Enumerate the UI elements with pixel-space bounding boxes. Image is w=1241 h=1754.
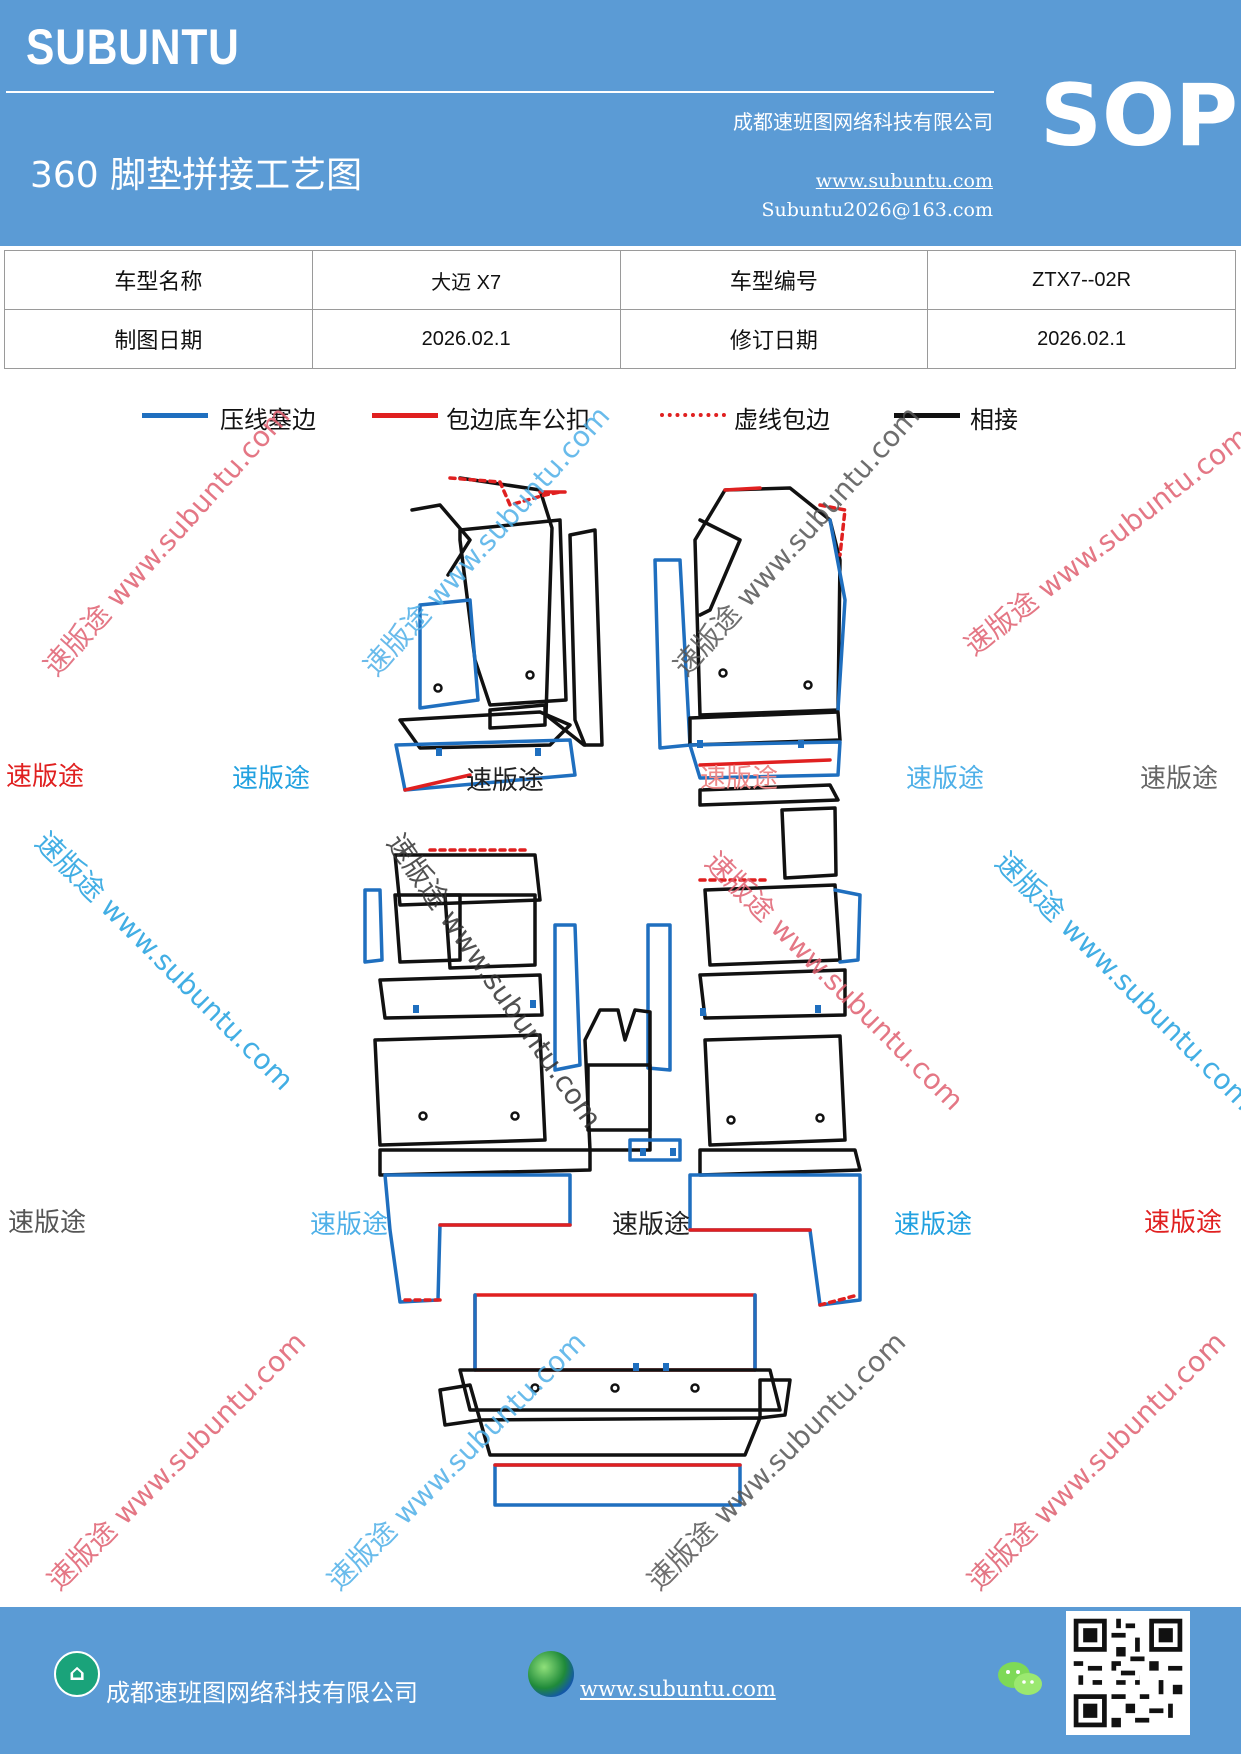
model-name-value: 大迈 X7	[311, 250, 621, 310]
legend-label: 相接	[970, 406, 1018, 434]
watermark-text: 速版途	[1140, 764, 1219, 794]
legend-label: 虚线包边	[734, 406, 830, 434]
watermark-text: 速版途	[700, 764, 779, 794]
footer-banner: ⌂ 成都速班图网络科技有限公司 www.subuntu.com	[0, 1607, 1241, 1754]
header-email: Subuntu2026@163.com	[761, 199, 993, 221]
qr-code[interactable]	[1066, 1611, 1190, 1735]
draw-date-value: 2026.02.1	[311, 309, 621, 369]
brand-logo-text: SUBUNTU	[26, 19, 240, 75]
watermark-text: 速版途	[310, 1210, 389, 1240]
sop-label: SOP	[1040, 66, 1239, 166]
rear-mat	[438, 1293, 792, 1507]
watermark-text: 速版途	[232, 764, 311, 794]
legend-swatch-red	[372, 413, 438, 418]
model-code-label: 车型编号	[619, 250, 929, 310]
watermark-text: 速版途	[906, 764, 985, 794]
legend-swatch-blue	[142, 413, 208, 418]
wechat-icon	[998, 1662, 1042, 1695]
revise-date-value: 2026.02.1	[927, 309, 1236, 369]
table-row: 制图日期 2026.02.1 修订日期 2026.02.1	[4, 309, 1236, 369]
watermark-text: 速版途	[612, 1210, 691, 1240]
globe-icon	[528, 1651, 574, 1697]
vehicle-info-table: 车型名称 大迈 X7 车型编号 ZTX7--02R 制图日期 2026.02.1…	[4, 250, 1236, 369]
model-code-value: ZTX7--02R	[927, 250, 1236, 310]
model-name-label: 车型名称	[4, 250, 313, 310]
home-icon: ⌂	[54, 1651, 100, 1697]
header-banner: SUBUNTU SOP 360 脚垫拼接工艺图 成都速班图网络科技有限公司 ww…	[0, 0, 1241, 246]
footer-company: 成都速班图网络科技有限公司	[106, 1679, 418, 1707]
draw-date-label: 制图日期	[4, 309, 313, 369]
revise-date-label: 修订日期	[619, 309, 929, 369]
line-legend: 压线塞边 包边底车公扣 虚线包边 相接	[0, 400, 1241, 440]
middle-left-mat	[363, 848, 592, 1304]
footer-website-link[interactable]: www.subuntu.com	[580, 1677, 776, 1701]
header-website-link[interactable]: www.subuntu.com	[815, 170, 993, 192]
page-title: 360 脚垫拼接工艺图	[30, 155, 363, 196]
legend-swatch-black	[894, 413, 960, 418]
legend-label: 包边底车公扣	[446, 406, 590, 434]
watermark-text: 速版途	[6, 762, 85, 792]
header-divider	[6, 91, 994, 93]
middle-right-mat	[646, 878, 862, 1307]
header-company: 成都速班图网络科技有限公司	[733, 110, 993, 134]
legend-label: 压线塞边	[220, 406, 316, 434]
watermark-text: 速版途	[466, 766, 545, 796]
center-tunnel-mat	[583, 1008, 682, 1162]
watermark-text: 速版途	[894, 1210, 973, 1240]
legend-swatch-red-dotted	[660, 413, 726, 417]
watermark-text: 速版途	[1144, 1208, 1223, 1238]
table-row: 车型名称 大迈 X7 车型编号 ZTX7--02R	[4, 250, 1236, 310]
watermark-text: 速版途	[8, 1208, 87, 1238]
front-right-mat	[653, 486, 847, 880]
front-left-mat	[394, 476, 604, 792]
